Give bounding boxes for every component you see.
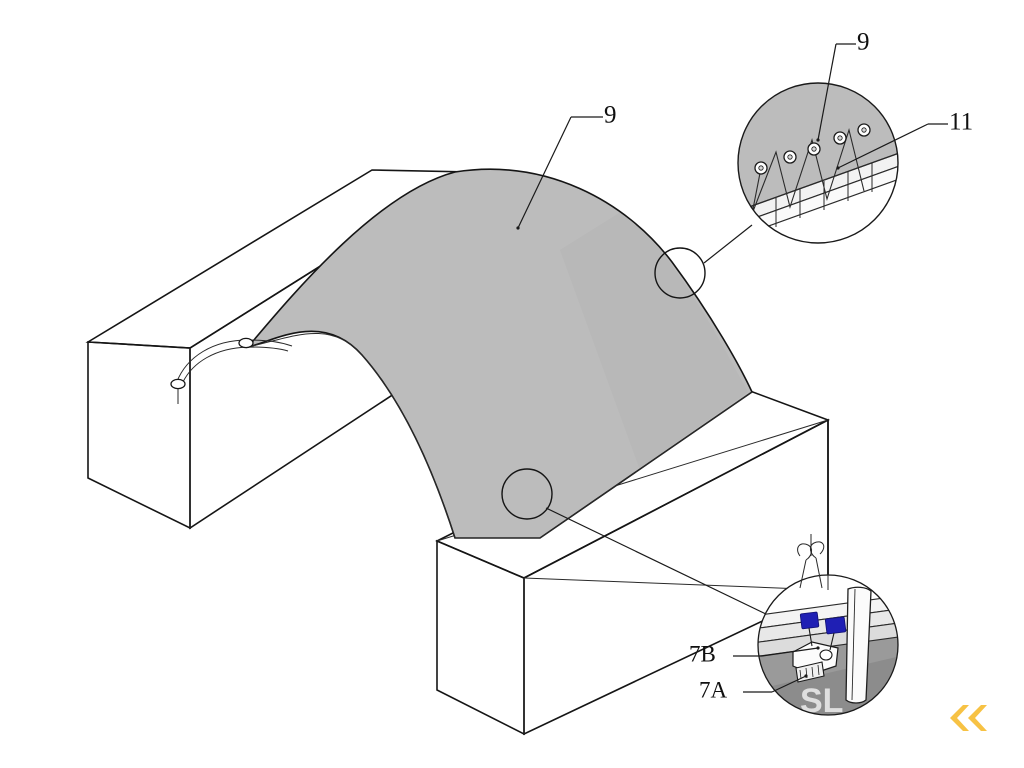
arch-rib-foot-eyelet	[170, 378, 186, 390]
callout-7A-leader	[743, 674, 808, 693]
canopy-left-edge	[247, 333, 456, 539]
detail-upper-eyelets	[754, 123, 871, 175]
callout-9-main-anchor	[516, 226, 520, 230]
detail-leader-upper	[703, 224, 753, 264]
detail-lower-carriage-pivot	[819, 649, 833, 661]
detail-lower-watermark: SL	[800, 682, 843, 720]
callout-7B-label: 7B	[689, 641, 716, 666]
detail-leader-lower	[545, 507, 771, 617]
arch-rib-apex-eyelet	[238, 337, 254, 349]
detail-view-upper-right	[737, 82, 899, 244]
detail-lower-connector-right	[829, 632, 835, 651]
callout-11-leader	[836, 123, 948, 170]
detail-view-lower-right: SL	[757, 574, 899, 720]
double-chevron-left-icon[interactable]	[950, 705, 987, 731]
detail-lower-connector-left	[808, 627, 813, 647]
callout-7A-label: 7A	[699, 677, 728, 702]
callout-11-label: 11	[949, 109, 973, 136]
callout-11-anchor	[836, 166, 840, 170]
callout-7B-leader	[733, 646, 820, 657]
callout-9-detail-anchor	[816, 138, 820, 142]
detail-upper-rail-band	[738, 159, 898, 243]
detail-marker-circle-upper[interactable]	[654, 247, 706, 299]
detail-lower-post-seam	[851, 588, 856, 701]
canopy-fabric-sheet	[245, 168, 754, 539]
arch-rib-assembly	[170, 337, 293, 404]
callout-9-detail-leader	[816, 43, 856, 142]
detail-lower-blue-block-right	[824, 616, 847, 635]
callout-7B-anchor	[816, 646, 820, 650]
callout-7A-anchor	[804, 674, 808, 678]
detail-marker-circle-lower[interactable]	[501, 468, 553, 520]
canopy-shading	[560, 200, 748, 470]
detail-upper-circle-boundary[interactable]	[737, 82, 899, 244]
detail-lower-blue-block-left	[799, 611, 820, 630]
canopy-bottom-edge	[455, 391, 753, 539]
callout-9-main-leader	[516, 116, 603, 230]
callout-9-detail-label: 9	[857, 29, 870, 56]
right-box-lower-rail-line	[523, 577, 829, 591]
callout-9-main-label: 9	[604, 102, 617, 129]
detail-lower-upright-post	[845, 586, 872, 704]
scissor-linkage-icon	[797, 534, 829, 590]
